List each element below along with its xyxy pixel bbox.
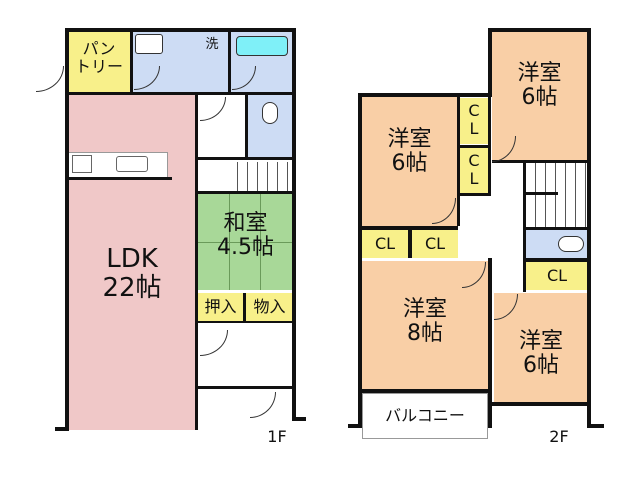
- wall: [488, 402, 590, 406]
- wall: [408, 230, 412, 258]
- closet-cl-4-label: CL: [424, 234, 446, 253]
- wall: [68, 177, 172, 180]
- wall: [65, 28, 296, 32]
- floor-label-1f: 1F: [267, 427, 287, 446]
- wall: [198, 157, 293, 160]
- washitsu-room: [198, 194, 293, 290]
- wall: [526, 192, 558, 195]
- door-icon: [200, 330, 228, 356]
- western-room-8-label: 洋室 8帖: [402, 297, 447, 347]
- closet-cl-3-label: CL: [374, 234, 396, 253]
- wall: [460, 193, 490, 196]
- wall: [243, 293, 246, 321]
- western-room-bottom-right-label: 洋室 6帖: [518, 329, 563, 379]
- wall: [130, 32, 133, 92]
- closet-cl-5-label: CL: [546, 266, 568, 285]
- wall: [55, 427, 69, 431]
- wall: [488, 258, 492, 428]
- wall: [460, 145, 490, 148]
- wall: [488, 28, 492, 96]
- closet-cl-1: [460, 98, 488, 144]
- oshiire-label: 押入: [204, 297, 237, 316]
- western-room-top-right-label: 洋室 6帖: [517, 61, 562, 111]
- wall: [362, 226, 458, 230]
- closet-cl-3: [362, 230, 408, 258]
- toilet-icon: [262, 102, 278, 124]
- wall: [526, 227, 590, 230]
- closet-cl-5: [526, 262, 588, 290]
- ldk-label: LDK 22帖: [102, 244, 162, 303]
- closet-cl-4: [412, 230, 458, 258]
- wall: [65, 92, 296, 95]
- wall: [65, 28, 69, 430]
- bathtub-icon: [236, 36, 288, 56]
- wall: [488, 28, 590, 32]
- stove-icon: [72, 155, 92, 173]
- wall: [292, 417, 306, 421]
- wall: [198, 191, 293, 194]
- wall: [457, 96, 460, 226]
- wall: [245, 95, 248, 157]
- wall: [228, 32, 231, 92]
- washbasin-icon: [135, 34, 163, 54]
- wall: [362, 389, 490, 393]
- monoire-closet: [246, 293, 293, 321]
- wall: [358, 93, 492, 97]
- balcony-label: バルコニー: [385, 406, 465, 425]
- western-room-top-left-label: 洋室 6帖: [387, 127, 432, 177]
- washroom-label: 洗: [205, 37, 219, 52]
- wall: [198, 386, 293, 389]
- closet-cl-2-label: C L: [468, 151, 480, 188]
- wall: [523, 160, 526, 292]
- balcony: [362, 393, 488, 439]
- closet-cl-1-label: C L: [468, 101, 480, 138]
- wall: [292, 28, 296, 420]
- pantry-label: パン トリー: [74, 39, 123, 76]
- ldk-room: [68, 95, 196, 430]
- monoire-label: 物入: [253, 297, 286, 316]
- oshiire-closet: [198, 293, 243, 321]
- wall: [590, 424, 604, 428]
- wall: [348, 424, 362, 428]
- wall: [195, 95, 198, 430]
- wall: [526, 258, 590, 262]
- stairs-1f: [228, 162, 290, 192]
- door-icon: [36, 66, 64, 92]
- wall: [492, 160, 590, 163]
- sink-icon: [116, 156, 148, 172]
- toilet-icon: [558, 236, 584, 252]
- door-icon: [250, 392, 276, 418]
- wall: [198, 321, 293, 323]
- closet-cl-2: [460, 148, 488, 194]
- floor-label-2f: 2F: [549, 427, 569, 446]
- washitsu-label: 和室 4.5帖: [217, 211, 274, 261]
- wall: [358, 93, 362, 427]
- pantry: [68, 32, 130, 92]
